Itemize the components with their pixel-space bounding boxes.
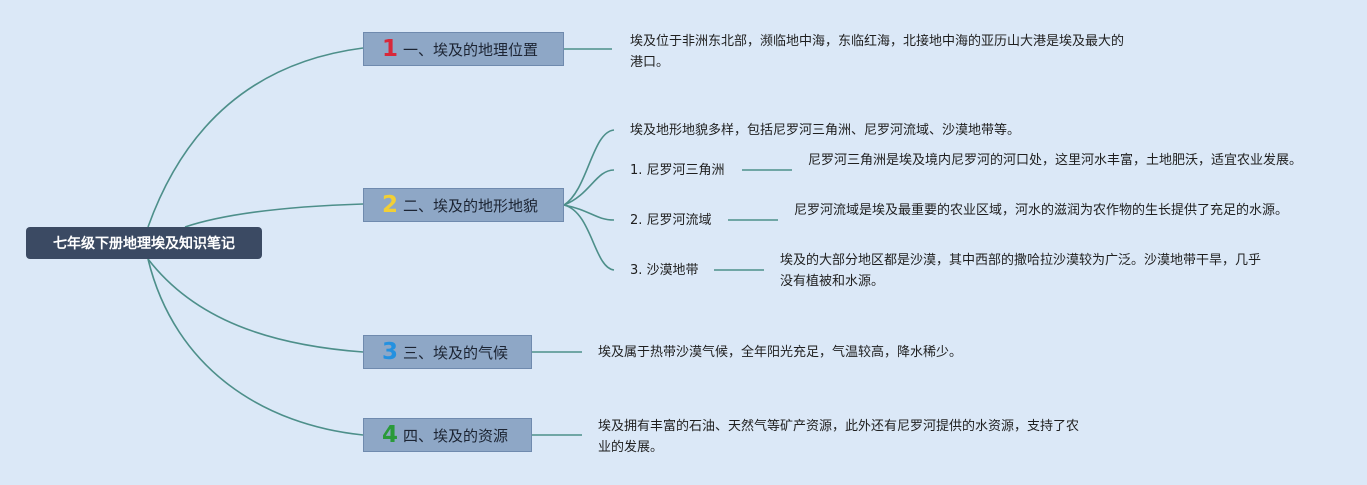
branch-2-overview-text: 埃及地形地貌多样，包括尼罗河三角洲、尼罗河流域、沙漠地带等。 bbox=[630, 123, 1021, 138]
subtopic-delta-text: 尼罗河三角洲是埃及境内尼罗河的河口处，这里河水丰富，土地肥沃，适宜农业发展。 bbox=[808, 153, 1303, 168]
connector-branch-2-sub-1 bbox=[563, 169, 615, 206]
subtopic-desert-text: 埃及的大部分地区都是沙漠，其中西部的撒哈拉沙漠较为广泛。沙漠地带干旱，几乎没有植… bbox=[780, 253, 1262, 289]
subtopic-desert[interactable]: 3. 沙漠地带 bbox=[630, 260, 712, 281]
branch-1[interactable]: 1 一、埃及的地理位置 bbox=[363, 32, 564, 66]
root-topic-label: 七年级下册地理埃及知识笔记 bbox=[53, 236, 235, 252]
branch-1-label: 一、埃及的地理位置 bbox=[403, 40, 539, 59]
branch-1-text: 埃及位于非洲东北部，濒临地中海，东临红海，北接地中海的亚历山大港是埃及最大的港口… bbox=[630, 34, 1125, 70]
root-topic[interactable]: 七年级下册地理埃及知识笔记 bbox=[26, 227, 262, 259]
branch-3-text: 埃及属于热带沙漠气候，全年阳光充足，气温较高，降水稀少。 bbox=[598, 345, 963, 360]
subtopic-basin-text: 尼罗河流域是埃及最重要的农业区域，河水的滋润为农作物的生长提供了充足的水源。 bbox=[794, 203, 1289, 218]
connector-root-branch-1 bbox=[147, 47, 364, 228]
branch-1-number: 1 bbox=[382, 35, 399, 62]
branch-3-label: 三、埃及的气候 bbox=[403, 343, 509, 362]
branch-4-text: 埃及拥有丰富的石油、天然气等矿产资源，此外还有尼罗河提供的水资源，支持了农业的发… bbox=[598, 419, 1080, 455]
subtopic-delta-label: 1. 尼罗河三角洲 bbox=[630, 163, 725, 178]
subtopic-desert-label: 3. 沙漠地带 bbox=[630, 263, 699, 278]
branch-4-number: 4 bbox=[382, 421, 399, 448]
branch-3[interactable]: 3 三、埃及的气候 bbox=[363, 335, 532, 369]
connector-branch-2-overview bbox=[563, 129, 615, 206]
connector-branch-2-sub-3 bbox=[563, 204, 615, 271]
subtopic-delta[interactable]: 1. 尼罗河三角洲 bbox=[630, 160, 740, 181]
connector-root-branch-3 bbox=[147, 258, 364, 353]
connector-root-branch-4 bbox=[147, 258, 364, 436]
subtopic-basin-label: 2. 尼罗河流域 bbox=[630, 213, 712, 228]
branch-3-number: 3 bbox=[382, 338, 399, 365]
branch-2-number: 2 bbox=[382, 191, 399, 218]
branch-4-label: 四、埃及的资源 bbox=[403, 426, 509, 445]
connector-branch-2-sub-2 bbox=[563, 204, 615, 221]
connector-root-branch-2 bbox=[184, 203, 364, 228]
branch-2[interactable]: 2 二、埃及的地形地貌 bbox=[363, 188, 564, 222]
branch-4[interactable]: 4 四、埃及的资源 bbox=[363, 418, 532, 452]
branch-2-label: 二、埃及的地形地貌 bbox=[403, 196, 539, 215]
subtopic-basin[interactable]: 2. 尼罗河流域 bbox=[630, 210, 726, 231]
